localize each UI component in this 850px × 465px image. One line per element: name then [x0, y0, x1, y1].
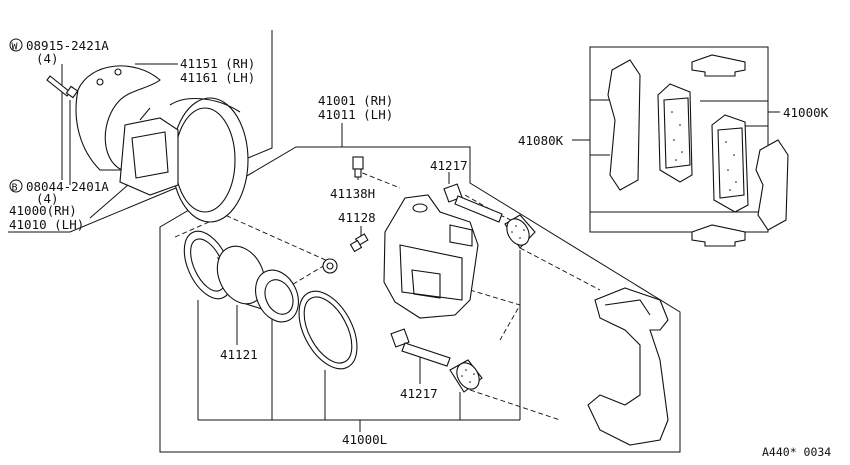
label-bleeder-screw: 41128: [338, 210, 376, 225]
pin-lower-head: [390, 328, 410, 348]
align-pin-lower: [469, 389, 561, 421]
bleeder-screw: [349, 233, 369, 253]
pin-boot-upper: [504, 214, 536, 249]
label-caliper-lh: 41011 (LH): [318, 107, 393, 122]
frame-lines: [8, 30, 780, 453]
pin-lower-shaft: [401, 342, 451, 367]
bleeder-bolt-head: [352, 156, 364, 170]
torque-member-shape: [587, 287, 669, 446]
label-bolt-w-qty: (4): [36, 51, 59, 66]
label-bolt-w: 08915-2421A: [26, 38, 109, 53]
pad-right: [711, 114, 749, 213]
bolt-w-shank: [46, 75, 71, 97]
piston-face: [255, 269, 299, 323]
bleeder-bolt-thread: [354, 168, 362, 178]
clip-ring: [322, 258, 338, 274]
pad-clip-bottom-shape: [691, 224, 746, 247]
piston-cup: [264, 279, 294, 315]
labels: W 08915-2421A (4) 41151 (RH) 41161 (LH) …: [9, 38, 831, 459]
plate-hole-1: [96, 78, 104, 86]
caliper-piston-bore: [411, 269, 441, 299]
align-body: [469, 289, 521, 341]
align-bleeder: [354, 169, 401, 189]
pad-left: [657, 83, 693, 183]
marker-b: B: [12, 183, 18, 194]
shim-left: [607, 59, 641, 191]
pad-clip-top: [691, 54, 746, 77]
label-caliper-rh: 41001 (RH): [318, 93, 393, 108]
pad-right-lining: [717, 127, 745, 199]
label-piston: 41121: [220, 347, 258, 362]
torque-member: [587, 287, 669, 446]
plate-hole-2: [114, 68, 122, 76]
mounted-caliper-tab: [139, 107, 151, 121]
rotor-edge: [169, 97, 241, 113]
piston: [216, 245, 299, 323]
disc-rotor: [169, 97, 249, 223]
torque-member-edge: [604, 299, 651, 316]
label-pad-kit: 41000K: [783, 105, 829, 120]
label-assy-lh: 41010 (LH): [9, 217, 84, 232]
boot-upper-face: [506, 218, 530, 246]
pin-upper-shaft: [454, 195, 503, 223]
clip-center: [326, 262, 334, 270]
boot-lower-face: [456, 362, 480, 390]
seal-inner: [303, 296, 353, 364]
label-plate-rh: 41151 (RH): [180, 56, 255, 71]
label-bleeder-bolt: 41138H: [330, 186, 375, 201]
label-pin-upper: 41217: [430, 158, 468, 173]
label-assy-rh: 41000(RH): [9, 203, 77, 218]
mounted-caliper-window: [131, 131, 169, 179]
pin-boot-lower: [449, 359, 483, 393]
rotor-face: [171, 97, 249, 223]
disc-group-frame: [8, 30, 273, 233]
align-boot: [519, 247, 601, 291]
piston-seal: [298, 290, 358, 370]
bleeder-screw-nut: [349, 239, 363, 253]
align-piston: [174, 214, 331, 287]
boot-lower-texture: [461, 369, 475, 383]
caliper-group-frame: [159, 146, 681, 453]
mounted-caliper-body: [119, 117, 179, 196]
clip: [322, 258, 338, 274]
marker-w: W: [12, 42, 19, 53]
caliper-window: [399, 244, 463, 301]
label-pad-set: 41080K: [518, 133, 564, 148]
pad-clip-top-shape: [691, 54, 746, 77]
shim-right: [755, 139, 789, 231]
shim-right-shape: [755, 139, 789, 231]
pad-group-frame: [589, 46, 769, 233]
caliper-housing: [383, 194, 479, 319]
mounted-caliper: [119, 107, 179, 196]
pad-left-texture: [671, 111, 683, 161]
shim-left-shape: [607, 59, 641, 191]
dust-plate: [75, 65, 161, 171]
dust-plate-shape: [75, 65, 161, 171]
pad-clip-bottom: [691, 224, 746, 247]
assy-leader: [89, 184, 129, 219]
label-plate-lh: 41161 (LH): [180, 70, 255, 85]
guide-pin-upper: [443, 183, 503, 223]
caliper-body: [383, 194, 479, 319]
boot-upper-texture: [511, 225, 525, 239]
bleeder-bolt: [352, 156, 364, 178]
pad-left-lining: [663, 97, 691, 169]
marker-w-circle: [9, 38, 23, 52]
caliper-boss: [412, 203, 428, 213]
label-ref-code: A440* 0034: [762, 445, 831, 459]
piston-back: [216, 245, 266, 305]
pad-right-texture: [725, 141, 737, 191]
bolt-w: [46, 75, 79, 99]
marker-b-circle: [9, 179, 23, 193]
label-pin-lower: 41217: [400, 386, 438, 401]
label-bolt-b: 08044-2401A: [26, 179, 109, 194]
bolt-w-washer: [65, 85, 79, 99]
label-seal-kit: 41000L: [342, 432, 387, 447]
label-bolt-b-qty: (4): [36, 191, 59, 206]
caliper-ear: [449, 224, 473, 247]
guide-pin-lower: [390, 328, 451, 367]
